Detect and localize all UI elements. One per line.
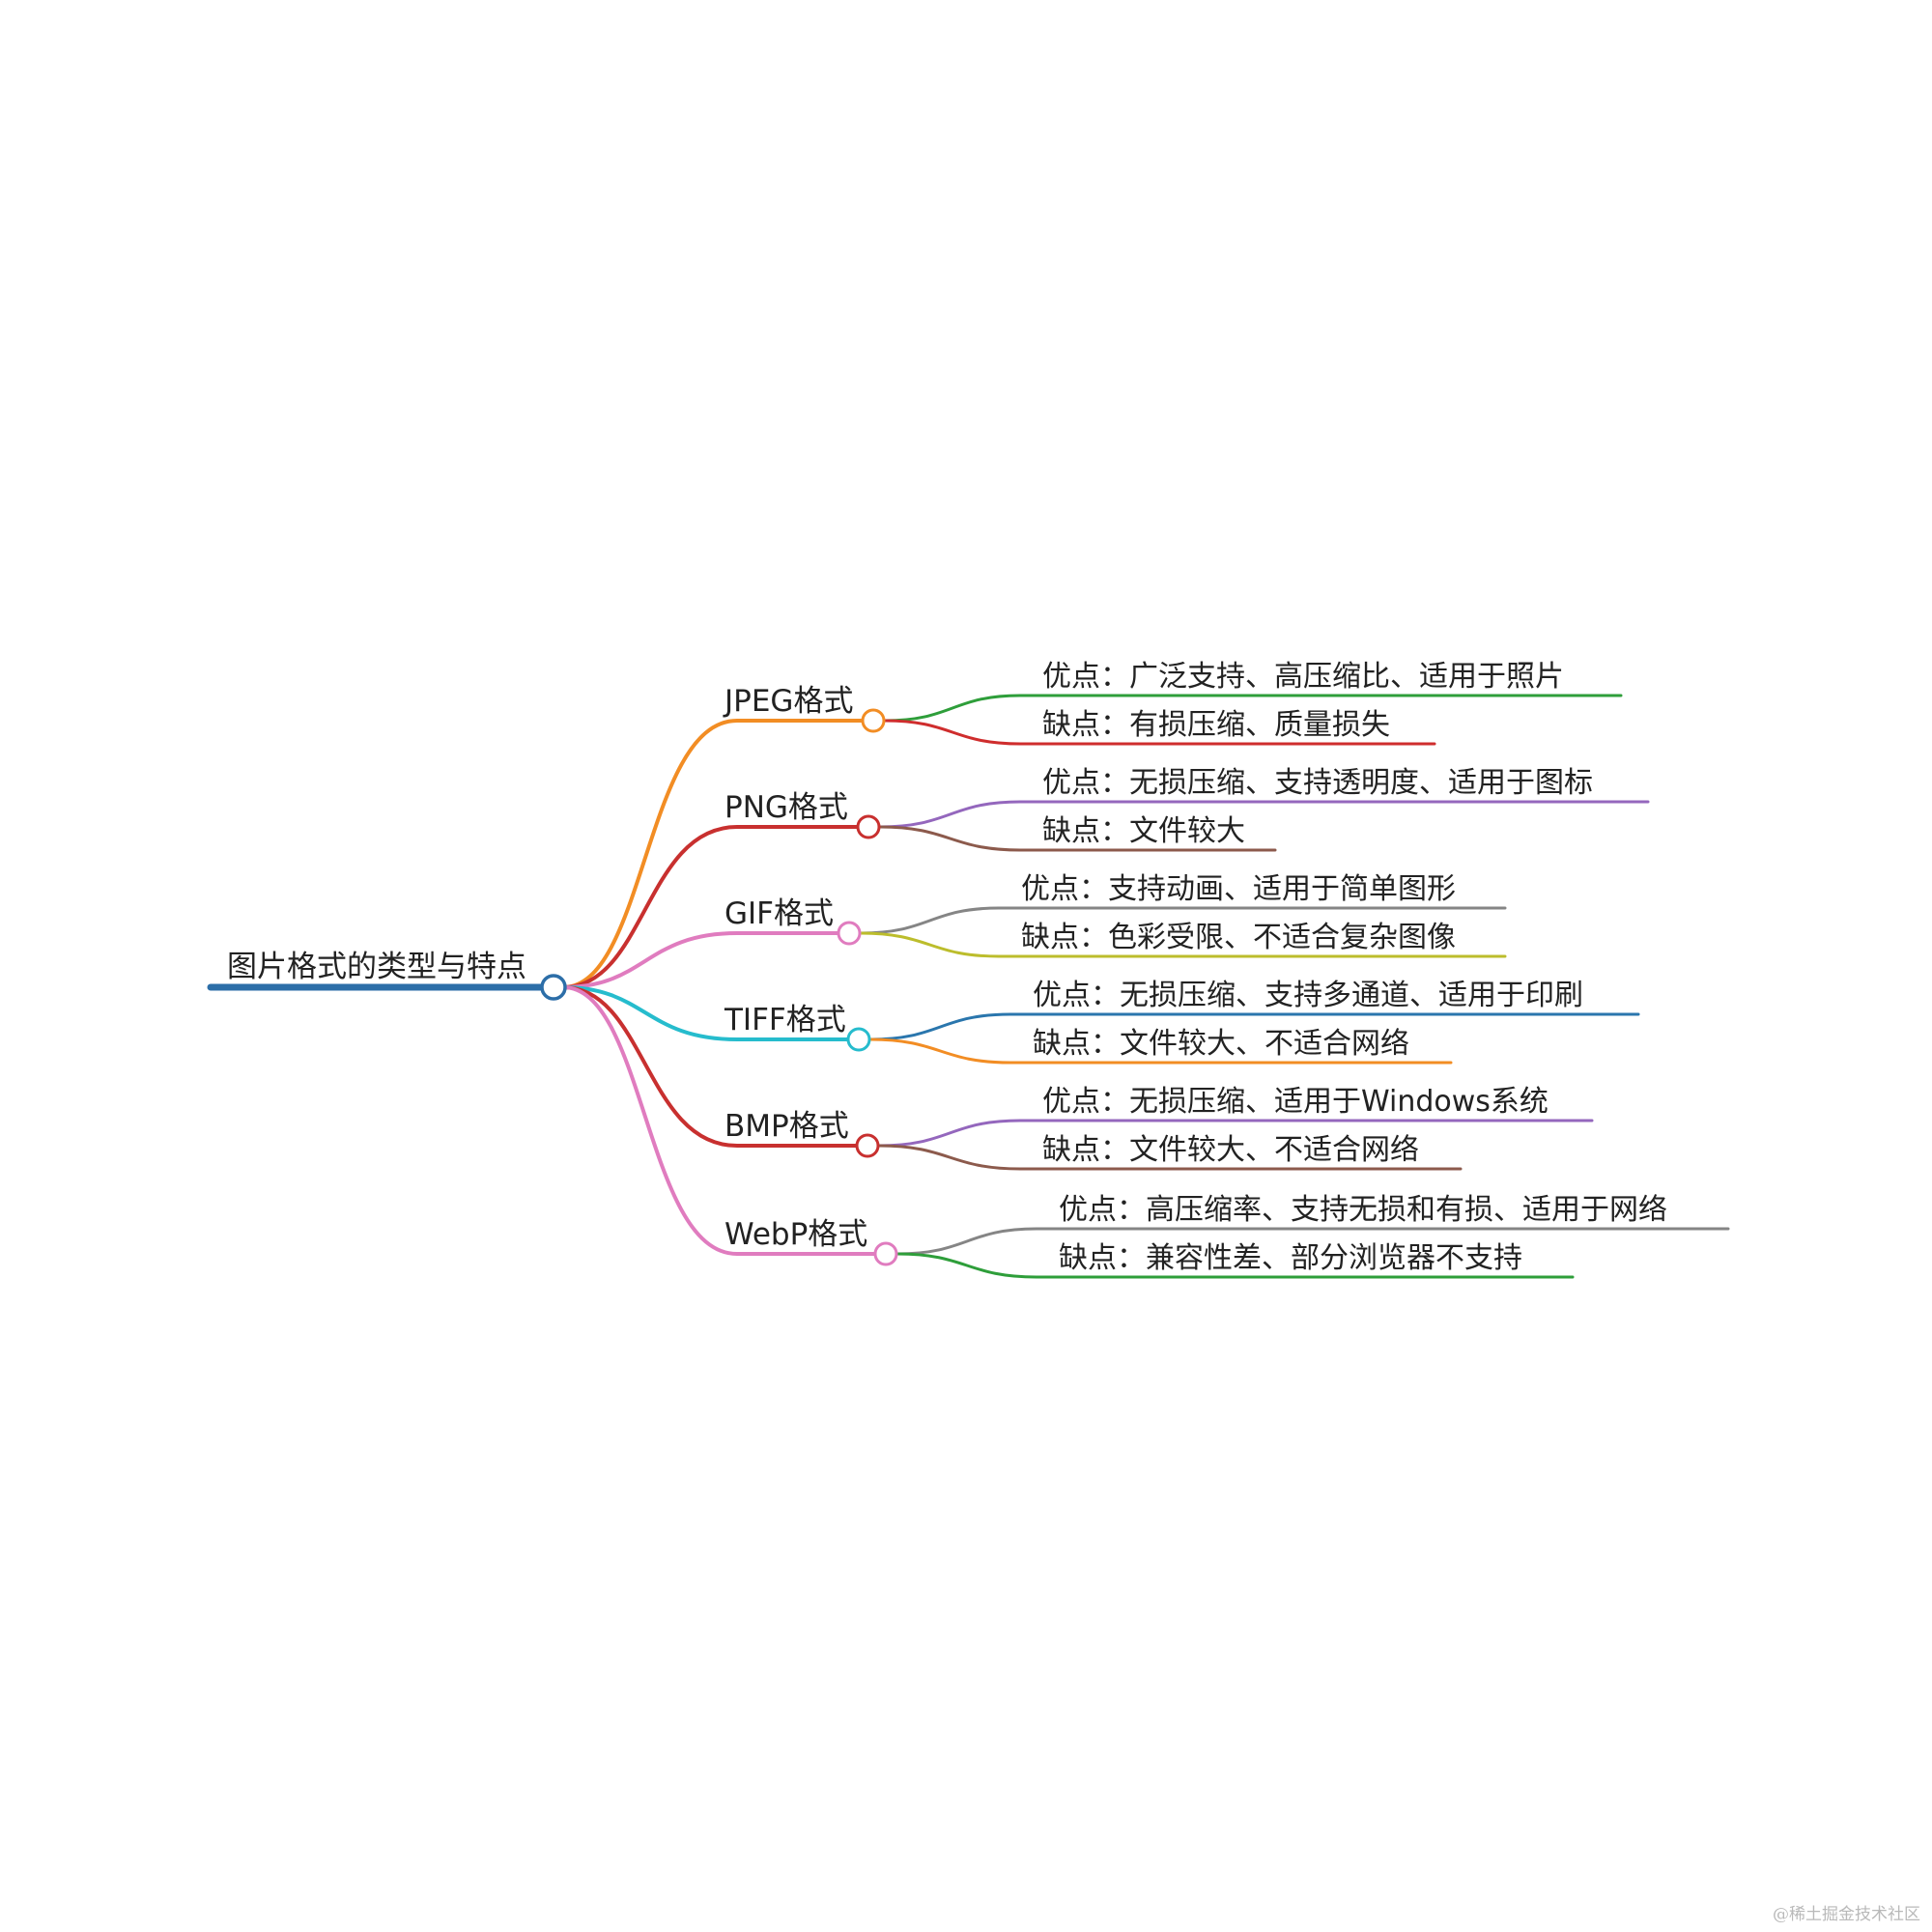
branch-node-circle-0 bbox=[861, 708, 886, 733]
root-node-circle bbox=[540, 974, 567, 1001]
leaf-label-3-1: 缺点：文件较大、不适合网络 bbox=[1033, 1027, 1409, 1061]
leaf-link-0-1 bbox=[883, 719, 1436, 746]
leaf-label-1-0: 优点：无损压缩、支持透明度、适用于图标 bbox=[1042, 766, 1593, 800]
leaf-link-4-0 bbox=[877, 1119, 1594, 1148]
branch-label-2: GIF格式 bbox=[724, 896, 834, 931]
branch-link-4 bbox=[561, 985, 858, 1148]
branch-link-0 bbox=[561, 719, 864, 989]
branch-label-1: PNG格式 bbox=[724, 790, 848, 825]
leaf-label-4-1: 缺点：文件较大、不适合网络 bbox=[1042, 1133, 1419, 1167]
leaf-link-2-1 bbox=[859, 931, 1507, 958]
branch-label-3: TIFF格式 bbox=[724, 1003, 846, 1037]
leaf-link-4-1 bbox=[877, 1144, 1463, 1171]
branch-node-circle-3 bbox=[846, 1027, 871, 1052]
leaf-label-1-1: 缺点：文件较大 bbox=[1042, 814, 1245, 848]
leaf-label-5-1: 缺点：兼容性差、部分浏览器不支持 bbox=[1059, 1241, 1522, 1275]
branch-node-circle-4 bbox=[855, 1133, 880, 1158]
branch-node-circle-5 bbox=[873, 1241, 898, 1266]
leaf-link-2-0 bbox=[859, 906, 1507, 935]
leaf-link-1-1 bbox=[878, 825, 1277, 852]
leaf-label-2-0: 优点：支持动画、适用于简单图形 bbox=[1021, 872, 1456, 906]
branch-link-3 bbox=[561, 985, 849, 1041]
leaf-link-3-1 bbox=[868, 1037, 1453, 1065]
leaf-link-0-0 bbox=[883, 694, 1623, 723]
branch-label-0: JPEG格式 bbox=[723, 684, 853, 719]
leaf-link-3-0 bbox=[868, 1012, 1640, 1041]
leaf-link-5-0 bbox=[895, 1227, 1730, 1256]
branch-link-2 bbox=[561, 931, 839, 989]
leaf-label-4-0: 优点：无损压缩、适用于Windows系统 bbox=[1042, 1085, 1548, 1119]
root-label: 图片格式的类型与特点 bbox=[227, 950, 526, 984]
leaf-label-3-0: 优点：无损压缩、支持多通道、适用于印刷 bbox=[1033, 979, 1583, 1012]
leaf-link-1-0 bbox=[878, 800, 1650, 829]
branch-node-circle-2 bbox=[837, 921, 862, 946]
leaf-label-0-0: 优点：广泛支持、高压缩比、适用于照片 bbox=[1042, 660, 1564, 694]
leaf-link-5-1 bbox=[895, 1252, 1575, 1279]
leaf-label-2-1: 缺点：色彩受限、不适合复杂图像 bbox=[1021, 921, 1456, 954]
branch-node-circle-1 bbox=[856, 814, 881, 839]
watermark: @稀土掘金技术社区 bbox=[1773, 1905, 1920, 1924]
branch-label-5: WebP格式 bbox=[724, 1217, 867, 1252]
leaf-label-0-1: 缺点：有损压缩、质量损失 bbox=[1042, 708, 1390, 742]
branch-link-5 bbox=[561, 985, 876, 1256]
leaf-label-5-0: 优点：高压缩率、支持无损和有损、适用于网络 bbox=[1059, 1193, 1667, 1227]
branch-link-1 bbox=[561, 825, 859, 989]
branch-label-4: BMP格式 bbox=[724, 1109, 849, 1144]
